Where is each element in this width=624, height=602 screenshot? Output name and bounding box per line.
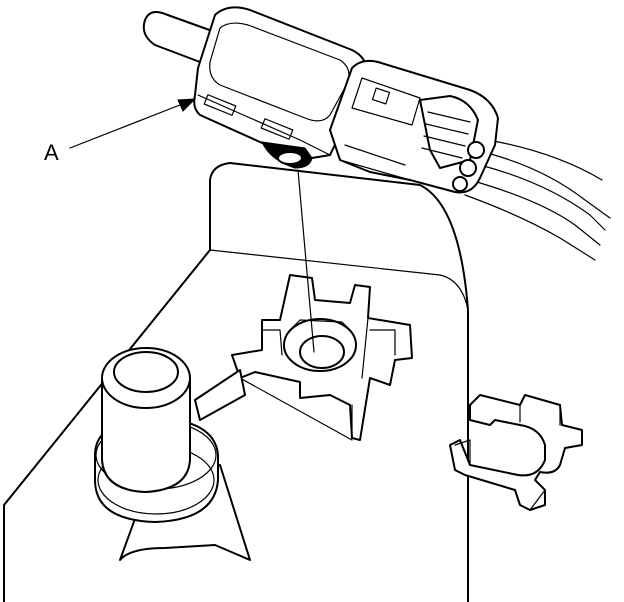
mounting-bracket [231, 274, 413, 441]
callout-a-label: A [44, 140, 59, 165]
pipe-assembly [94, 347, 251, 561]
callout-a-leader [69, 102, 186, 149]
bracket-hole-inner [299, 335, 345, 369]
sensor-a [142, 6, 499, 194]
retaining-clip [449, 394, 583, 511]
callout-a: A [44, 98, 197, 165]
alignment-line [297, 169, 315, 353]
callout-a-arrowhead [177, 98, 197, 112]
housing-block [3, 162, 469, 602]
